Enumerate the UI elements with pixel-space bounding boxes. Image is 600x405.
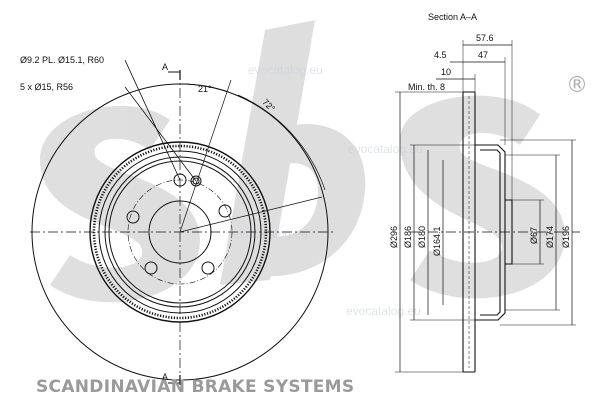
bolt-hole-1 <box>173 173 187 187</box>
section-profile <box>462 91 513 373</box>
bolt-hole-5 <box>126 210 140 224</box>
dim-label-196: Ø196 <box>561 226 571 248</box>
bolt-hole-3 <box>201 261 215 275</box>
watermark-text-1: evocatalog.eu <box>248 63 323 77</box>
dim-label-min-th: Min. th. 8 <box>408 82 445 92</box>
dim-label-57-6: 57.6 <box>476 33 494 43</box>
friction-ring-outer <box>89 141 271 323</box>
dim-label-174: Ø174 <box>545 226 555 248</box>
hat-inner <box>108 160 252 304</box>
watermark-text-2: evocatalog.eu <box>348 142 423 156</box>
angle-line-1 <box>179 79 232 233</box>
dim-label-4-5: 4.5 <box>434 50 447 60</box>
friction-ring-inner <box>98 150 262 314</box>
dim-label-180: Ø180 <box>417 226 427 248</box>
sbs-logo-watermark <box>40 20 565 303</box>
vent-ring <box>92 144 268 320</box>
dim-label-10: 10 <box>441 67 451 77</box>
leader-bolts <box>124 86 197 182</box>
logo-b-bowl <box>240 124 366 277</box>
dim-label-67: Ø67 <box>529 227 539 244</box>
bolt-hole-4 <box>144 261 158 275</box>
logo-s-left <box>40 105 200 303</box>
section-marker-top: A <box>162 62 168 72</box>
section-title: Section A–A <box>428 12 477 22</box>
leader-holes <box>124 59 181 181</box>
dim-label-296: Ø296 <box>389 226 399 248</box>
angle-line-2 <box>179 196 323 233</box>
section-view <box>395 40 580 373</box>
center-bore <box>148 200 212 264</box>
dim-label-164: Ø164.1 <box>432 226 442 256</box>
angle-arc-large <box>237 94 326 191</box>
angle-label-small: 21° <box>198 84 212 94</box>
hat-outer <box>104 156 256 308</box>
logo-s-right <box>400 95 565 299</box>
callout-holes: Ø9.2 PL. Ø15.1, R60 <box>20 55 104 65</box>
brand-footer: SCANDINAVIAN BRAKE SYSTEMS <box>36 377 354 397</box>
section-marker-bottom: A <box>162 372 168 382</box>
dim-label-186: Ø186 <box>403 226 413 248</box>
dim-label-47: 47 <box>478 50 488 60</box>
bolt-hole-2 <box>218 204 232 218</box>
callout-bolts: 5 x Ø15, R56 <box>20 82 73 92</box>
registered-mark: ® <box>566 73 588 98</box>
angle-arc-small <box>179 83 230 93</box>
watermark-text-4: evocatalog.eu <box>346 304 421 318</box>
front-view <box>30 59 335 385</box>
